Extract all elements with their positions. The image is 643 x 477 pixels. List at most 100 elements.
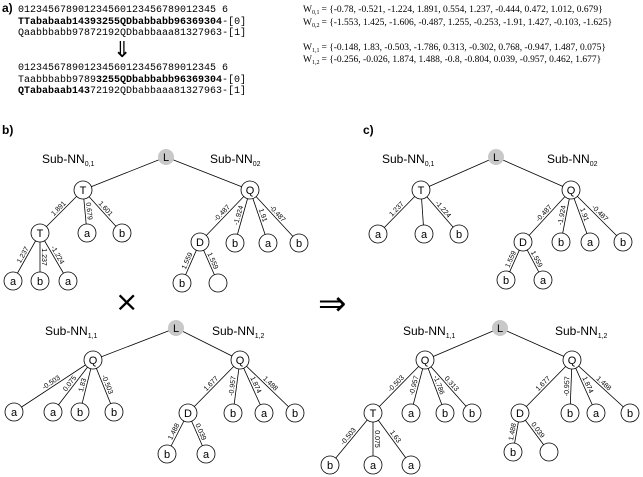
tree-node [510, 403, 530, 423]
tree-node [104, 402, 124, 422]
node-label: a [261, 408, 268, 420]
node-label: b [469, 408, 475, 420]
tree-node [562, 350, 582, 370]
tree-edge [329, 412, 374, 466]
seq1a-plain: 72192QDbabbaaa81327963 [90, 85, 222, 97]
edge-weight-label: -0.503 [41, 375, 62, 392]
tree-edge [39, 189, 84, 234]
sequence-row-0: TTababaab14393255QDbabbabb96369304-[0] [18, 16, 246, 28]
node-label: a [84, 228, 91, 240]
node-label: b [567, 408, 573, 420]
subnn-prefix: Sub-NN [382, 152, 425, 166]
tree-node [401, 403, 421, 423]
weight-1-1: W1,1= {-0.148, 1.83, -0.503, -1.786, 0.3… [303, 43, 606, 54]
weight-sub: 0,2 [312, 23, 320, 29]
subnn-prefix: Sub-NN [45, 324, 88, 338]
tree-node [613, 232, 633, 252]
tree-node [462, 403, 482, 423]
tree-node [208, 273, 228, 293]
tree-node [70, 402, 90, 422]
tree-node [363, 455, 383, 475]
node-label: a [593, 408, 600, 420]
subnn-title-c-01: Sub-NN0,1 [382, 152, 435, 168]
weight-values: = {-1.553, 1.425, -1.606, -0.487, 1.255,… [321, 18, 612, 28]
tree-node [401, 455, 421, 475]
edge-weight-label: -0.503 [387, 374, 406, 393]
implies-arrow: ⇒ [318, 284, 347, 324]
seq1-plain: Qaabbbabb97872192 [18, 27, 120, 39]
tree-node [157, 444, 177, 464]
node-label: L [497, 323, 503, 335]
edge-weight-label: -1.924 [233, 205, 245, 226]
node-label: b [442, 408, 448, 420]
subnn-title-c-12: Sub-NN1,2 [555, 324, 608, 340]
edge-weight-label: 1.91 [257, 208, 268, 223]
subnn-sub: 0,1 [85, 161, 95, 168]
tree-node [560, 403, 580, 423]
edge-weight-label: 1.237 [16, 246, 31, 265]
tree-node [363, 403, 383, 423]
tree-node [240, 180, 260, 200]
node-label: Q [236, 355, 245, 367]
node-label: L [173, 323, 179, 335]
node-label: a [421, 229, 428, 241]
node-label: Q [568, 355, 577, 367]
sequence-row-1-after: QTababaab14372192QDbabbaaa81327963-[1] [18, 85, 246, 97]
tree-node [230, 350, 250, 370]
edge-weight-label: 1.488 [508, 423, 518, 442]
seq1-plain2: QDbabbaaa81327963 [120, 27, 222, 39]
crossover-symbol: × [115, 285, 138, 318]
node-label: b [296, 238, 302, 250]
node-label: a [375, 229, 382, 241]
edge-weight-label: 1.488 [261, 375, 279, 392]
subnn-title-b-12: Sub-NN1,2 [212, 324, 265, 340]
tree-edge [571, 359, 631, 414]
tree-node [368, 224, 388, 244]
weight-name: W [303, 5, 312, 15]
tree-edge [239, 359, 296, 414]
tree-node [320, 455, 340, 475]
tree-node [513, 232, 533, 252]
edge-weight-label: 1.891 [50, 200, 67, 217]
root-node [492, 320, 508, 336]
node-label: b [620, 237, 626, 249]
node-label: a [203, 449, 210, 461]
tree-edge [570, 189, 624, 243]
tree-node [30, 223, 50, 243]
node-label: T [370, 408, 377, 420]
tree-edge [52, 359, 94, 413]
node-label: Q [89, 355, 98, 367]
node-label: b [456, 229, 462, 241]
node-label: D [196, 237, 204, 249]
sequence-row-0-after: Taabbbabb97893255QDbabbabb96369304-[0] [18, 74, 246, 86]
subnn-prefix: Sub-NN [42, 152, 85, 166]
node-label: a [265, 238, 272, 250]
edge-weight-label: 1.559 [529, 250, 543, 269]
tree-node [561, 180, 581, 200]
subnn-sub: 02 [253, 161, 261, 168]
weight-0-2: W0,2= {-1.553, 1.425, -1.606, -0.487, 1.… [303, 18, 612, 29]
seq0a-tag: -[0] [222, 74, 246, 86]
edge-weight-label: 1.601 [97, 200, 114, 218]
edge-weight-label: 0.679 [84, 202, 93, 220]
node-label: b [179, 278, 185, 290]
down-arrow: ⇓ [113, 38, 131, 63]
subnn-title-b-02: Sub-NN02 [210, 152, 261, 168]
edge-weight-label: 1.559 [181, 252, 194, 271]
tree-node [258, 233, 278, 253]
edge-weight-label: 1.237 [388, 201, 405, 218]
tree-node [254, 403, 274, 423]
node-label: b [627, 408, 633, 420]
weight-values: = {-0.256, -0.026, 1.874, 1.488, -0.8, -… [321, 55, 601, 65]
tree-node [411, 180, 431, 200]
edge-weight-label: 1.677 [203, 375, 220, 392]
tree-edge [165, 156, 251, 191]
node-label: D [516, 408, 524, 420]
subnn-title-b-01: Sub-NN0,1 [42, 152, 95, 168]
edge-weight-label: -0.503 [100, 374, 114, 395]
tree-edge [424, 359, 446, 414]
